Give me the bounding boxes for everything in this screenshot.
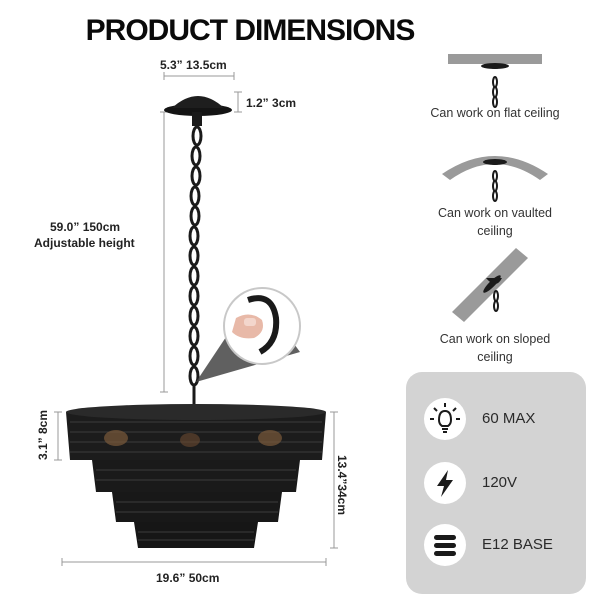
chain [188,125,203,408]
sloped-ceiling-caption: Can work on sloped ceiling [439,332,551,364]
chain-adjustable-note: Adjustable height [34,236,135,250]
spec-wattage-label: 60 MAX [482,410,536,427]
page-title: PRODUCT DIMENSIONS [85,14,416,47]
lightning-icon [424,462,466,504]
spec-panel: 60 MAX 120V E12 BASE [406,372,586,594]
spec-base-label: E12 BASE [482,536,553,553]
canopy-height-label: 1.2” 3cm [246,96,297,110]
vaulted-ceiling-icon [442,156,548,202]
vaulted-ceiling-caption: Can work on vaulted ceiling [438,206,552,238]
bulb-icon [424,398,466,440]
spec-voltage-label: 120V [482,474,518,491]
base-icon [424,524,466,566]
sloped-ceiling-icon [452,248,528,322]
spec-voltage: 120V [424,462,584,506]
flat-ceiling-caption: Can work on flat ceiling [430,106,560,120]
flat-ceiling-icon [448,54,542,108]
spec-wattage: 60 MAX [424,398,584,442]
chain-height-label: 59.0” 150cm [50,220,121,234]
chain-hook-zoom [223,287,301,365]
dimension-lines [54,72,338,566]
canopy-width-label: 5.3” 13.5cm [160,58,227,72]
spec-base: E12 BASE [424,524,584,568]
canopy [164,96,232,126]
width-label: 19.6” 50cm [156,571,220,585]
chandelier-shade [66,404,326,548]
